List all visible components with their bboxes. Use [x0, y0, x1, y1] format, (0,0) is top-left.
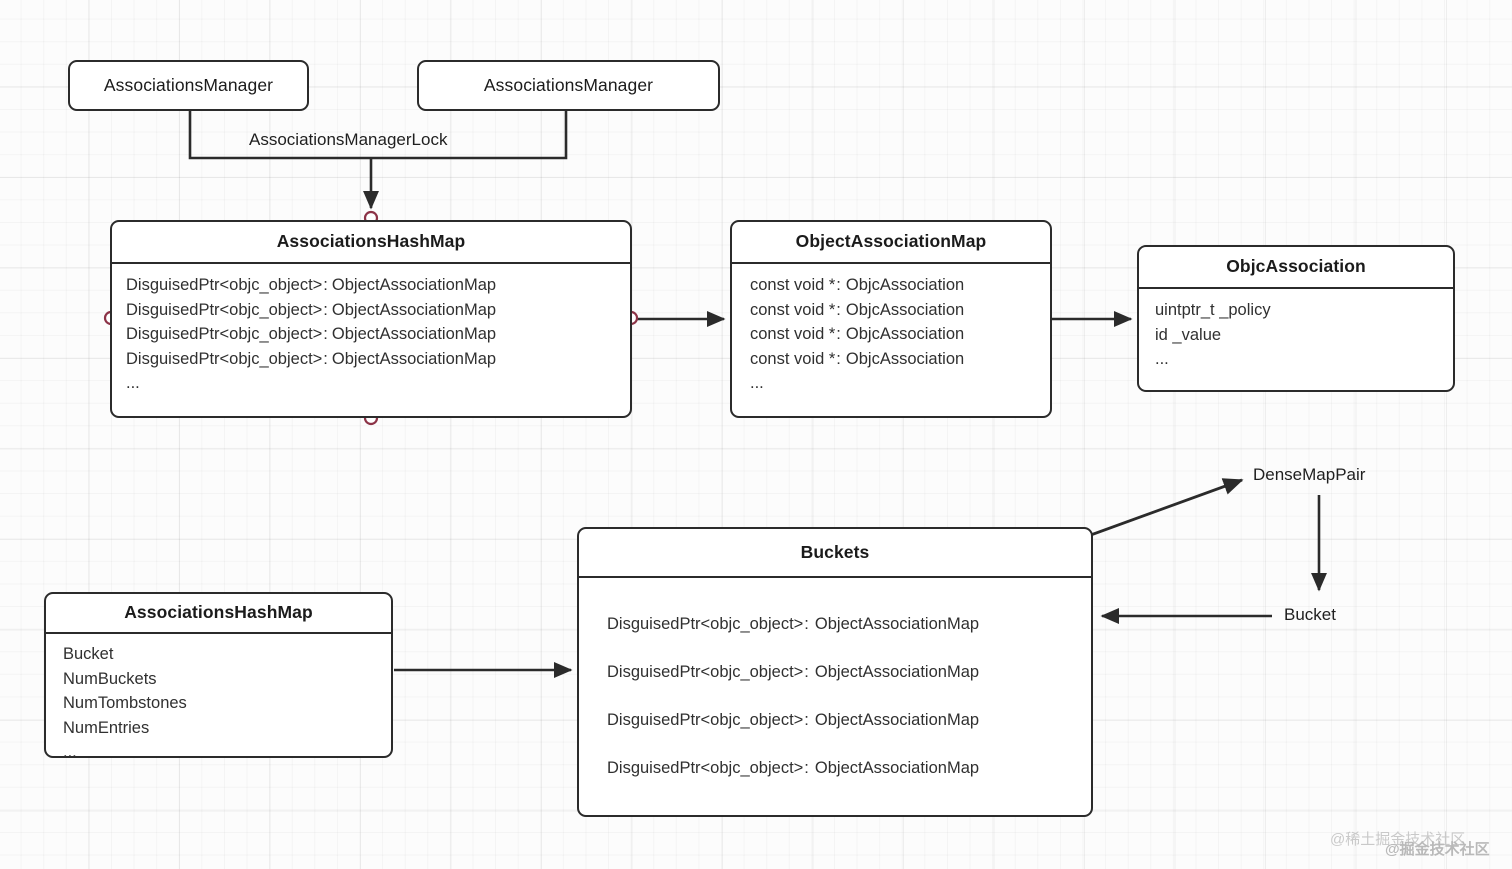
row-separator: : [836, 349, 841, 368]
row-value: ObjectAssociationMap [814, 663, 980, 681]
node-associations-manager-left[interactable]: AssociationsManager [68, 60, 309, 111]
watermark-primary: @稀土掘金技术社区 [1330, 831, 1466, 848]
row-separator: : [323, 276, 328, 294]
row-value: ObjcAssociation [845, 300, 965, 319]
row-separator: : [836, 300, 841, 319]
row-value: ObjcAssociation [845, 325, 965, 343]
table-row: id _value [1155, 323, 1453, 348]
row-key: const void * [750, 325, 836, 343]
node-title: AssociationsManager [103, 75, 274, 95]
table-row-ellipsis: ... [750, 371, 1050, 396]
table-row: NumTombstones [63, 691, 391, 716]
row-key: const void * [750, 300, 836, 319]
node-title: ObjectAssociationMap [732, 222, 1050, 264]
row-value: ObjectAssociationMap [814, 711, 980, 729]
row-value: ObjectAssociationMap [814, 615, 980, 633]
table-row: DisguisedPtr<objc_object>:ObjectAssociat… [126, 322, 630, 347]
table-row: NumBuckets [63, 667, 391, 692]
watermark-secondary: @掘金技术社区 [1385, 841, 1490, 858]
table-row: const void *:ObjcAssociation [750, 298, 1050, 323]
row-key: DisguisedPtr<objc_object> [126, 349, 323, 368]
table-row: uintptr_t _policy [1155, 298, 1453, 323]
row-separator: : [323, 349, 328, 368]
row-value: ObjectAssociationMap [331, 276, 497, 294]
table-row: DisguisedPtr<objc_object>: ObjectAssociat… [595, 696, 1091, 744]
row-key: const void * [750, 349, 836, 368]
table-row-ellipsis: ... [1155, 347, 1453, 372]
node-body: DisguisedPtr<objc_object>: ObjectAssociat… [579, 578, 1091, 792]
row-key: ... [750, 374, 764, 392]
row-separator: : [804, 711, 809, 729]
node-associations-hashmap[interactable]: AssociationsHashMap DisguisedPtr<objc_ob… [110, 220, 632, 418]
row-key: DisguisedPtr<objc_object> [126, 276, 323, 294]
row-value: ObjectAssociationMap [814, 759, 980, 777]
table-row: DisguisedPtr<objc_object>:ObjectAssociat… [126, 273, 630, 298]
node-associations-hashmap-fields[interactable]: AssociationsHashMap Bucket NumBuckets Nu… [44, 592, 393, 761]
node-title: ObjcAssociation [1139, 247, 1453, 289]
row-separator: : [323, 325, 328, 343]
table-row: DisguisedPtr<objc_object>: ObjectAssociat… [595, 600, 1091, 648]
node-title: AssociationsHashMap [112, 222, 630, 264]
table-row: Bucket [63, 642, 391, 667]
node-body: const void *:ObjcAssociation const void … [732, 264, 1050, 396]
row-key: NumTombstones [63, 694, 187, 712]
row-key: const void * [750, 276, 836, 294]
row-key: DisguisedPtr<objc_object> [126, 325, 323, 343]
row-value: ObjcAssociation [845, 349, 965, 368]
node-title: Buckets [579, 529, 1091, 578]
table-row: DisguisedPtr<objc_object>:ObjectAssociat… [126, 347, 630, 372]
edge-label-dense-map-pair: DenseMapPair [1253, 465, 1366, 484]
row-key: DisguisedPtr<objc_object> [607, 759, 804, 777]
row-key: Bucket [63, 645, 114, 663]
row-key: NumBuckets [63, 669, 157, 688]
row-key: uintptr_t _policy [1155, 301, 1271, 319]
row-separator: : [804, 615, 809, 633]
row-separator: : [836, 276, 841, 294]
node-body: DisguisedPtr<objc_object>:ObjectAssociat… [112, 264, 630, 396]
row-key: id _value [1155, 325, 1222, 344]
table-row: const void *:ObjcAssociation [750, 273, 1050, 298]
table-row: NumEntries [63, 716, 391, 741]
row-key: DisguisedPtr<objc_object> [126, 300, 323, 319]
row-value: ObjcAssociation [845, 276, 965, 294]
row-key: DisguisedPtr<objc_object> [607, 615, 804, 633]
table-row: const void *:ObjcAssociation [750, 322, 1050, 347]
row-key: DisguisedPtr<objc_object> [607, 663, 804, 681]
row-key: NumEntries [63, 718, 150, 737]
table-row: DisguisedPtr<objc_object>: ObjectAssociat… [595, 744, 1091, 792]
node-buckets[interactable]: Buckets DisguisedPtr<objc_object>: Object… [577, 527, 1093, 817]
row-separator: : [804, 663, 809, 681]
row-key: DisguisedPtr<objc_object> [607, 711, 804, 729]
row-key: ... [126, 374, 140, 392]
row-value: ObjectAssociationMap [331, 349, 497, 368]
node-associations-manager-right[interactable]: AssociationsManager [417, 60, 720, 111]
edge-managers-to-hashmap [188, 110, 568, 210]
node-body: Bucket NumBuckets NumTombstones NumEntri… [46, 634, 391, 765]
node-objc-association[interactable]: ObjcAssociation uintptr_t _policy id _va… [1137, 245, 1455, 392]
node-body: uintptr_t _policy id _value ... [1139, 289, 1453, 372]
row-separator: : [323, 300, 328, 319]
node-title: AssociationsHashMap [46, 594, 391, 634]
row-value: ObjectAssociationMap [331, 300, 497, 319]
table-row-ellipsis: ... [126, 371, 630, 396]
edge-label-associations-manager-lock: AssociationsManagerLock [249, 130, 448, 149]
row-value: ObjectAssociationMap [331, 325, 497, 343]
edge-label-bucket: Bucket [1284, 605, 1336, 624]
node-object-association-map[interactable]: ObjectAssociationMap const void *:ObjcAs… [730, 220, 1052, 418]
table-row: DisguisedPtr<objc_object>: ObjectAssociat… [595, 648, 1091, 696]
row-key: ... [1155, 350, 1169, 368]
row-separator: : [836, 325, 841, 343]
row-separator: : [804, 759, 809, 777]
table-row-ellipsis: ... [63, 740, 391, 765]
row-key: ... [63, 743, 77, 761]
table-row: DisguisedPtr<objc_object>:ObjectAssociat… [126, 298, 630, 323]
node-title: AssociationsManager [483, 75, 654, 95]
table-row: const void *:ObjcAssociation [750, 347, 1050, 372]
